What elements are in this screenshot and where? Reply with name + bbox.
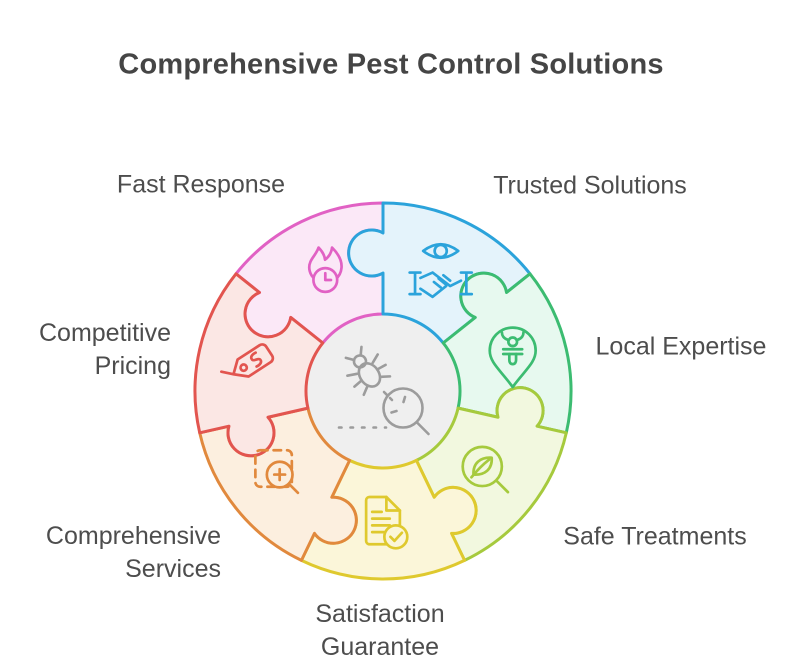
center-hub-circle [306,314,460,468]
segment-label-local-expertise: Local Expertise [595,332,767,361]
segment-label-comprehensive-services: Comprehensive Services [45,522,221,583]
segment-label-satisfaction-guarantee: Satisfaction Guarantee [315,600,445,661]
segment-label-safe-treatments: Safe Treatments [563,522,747,551]
segment-label-trusted-solutions: Trusted Solutions [493,171,687,200]
segment-label-competitive-pricing: Competitive Pricing [39,319,171,380]
segment-label-fast-response: Fast Response [116,170,286,199]
page-title: Comprehensive Pest Control Solutions [118,48,664,81]
